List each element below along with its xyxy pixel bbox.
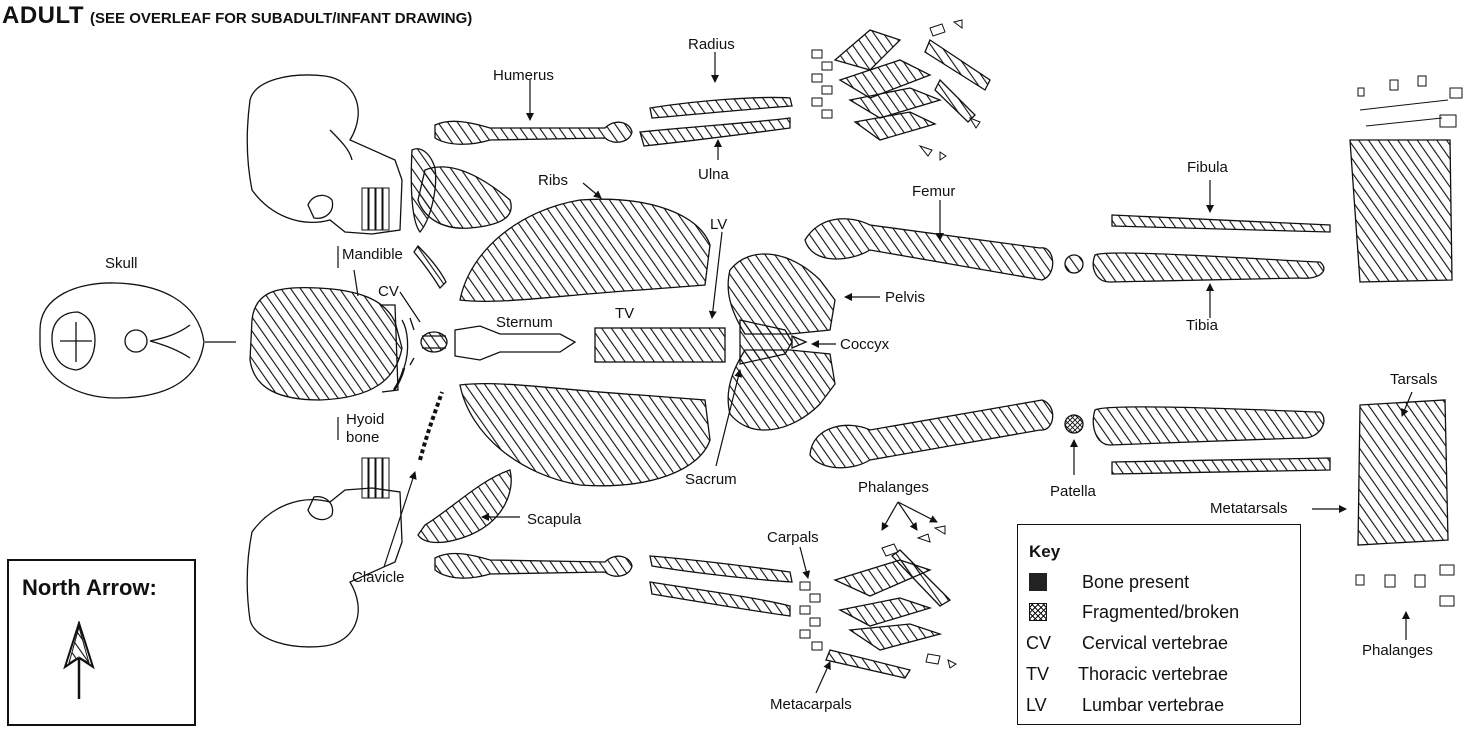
label-tibia: Tibia — [1186, 318, 1218, 333]
fibula-lower — [1112, 458, 1330, 474]
key-abbr: TV — [1026, 664, 1049, 685]
title-main: ADULT — [2, 2, 84, 29]
label-clavicle: Clavicle — [352, 570, 405, 585]
radius-lower — [650, 556, 792, 582]
title-note: (SEE OVERLEAF FOR SUBADULT/INFANT DRAWIN… — [90, 10, 472, 27]
mandible-bone — [414, 246, 446, 288]
label-skull: Skull — [105, 256, 138, 271]
hand-lower — [826, 550, 950, 678]
skull-top-view — [40, 283, 236, 398]
tibia-upper — [1093, 253, 1324, 282]
ulna-upper — [640, 118, 790, 146]
key-title: Key — [1029, 542, 1060, 562]
tibia-lower — [1093, 407, 1324, 445]
cervical-vertebrae — [421, 332, 447, 352]
page-title: ADULT (SEE OVERLEAF FOR SUBADULT/INFANT D… — [2, 2, 472, 30]
skull-lateral-lower — [247, 458, 402, 647]
label-cv: CV — [378, 284, 399, 299]
key-abbr: LV — [1026, 695, 1047, 716]
label-ulna: Ulna — [698, 167, 729, 182]
clavicle-lower — [420, 392, 442, 460]
label-patella: Patella — [1050, 484, 1096, 499]
skull-lateral-upper — [247, 75, 402, 234]
foot-lower — [1356, 400, 1454, 606]
humerus-lower — [435, 554, 632, 579]
label-hyoid-line1: Hyoid — [346, 412, 384, 427]
label-lv: LV — [710, 217, 727, 232]
ulna-lower — [650, 582, 790, 616]
label-humerus: Humerus — [493, 68, 554, 83]
femur-lower — [810, 400, 1053, 468]
label-coccyx: Coccyx — [840, 337, 889, 352]
label-tarsals: Tarsals — [1390, 372, 1438, 387]
key-abbr: CV — [1026, 633, 1051, 654]
label-phalanges-foot: Phalanges — [1362, 643, 1433, 658]
foot-upper — [1350, 76, 1462, 282]
crosshatch-swatch-icon — [1029, 603, 1047, 621]
label-hyoid-line2: bone — [346, 430, 379, 445]
label-scapula: Scapula — [527, 512, 581, 527]
fibula-upper — [1112, 215, 1330, 232]
coccyx-bone — [792, 336, 806, 348]
label-phalanges-hand: Phalanges — [858, 480, 929, 495]
key-item-text: Cervical vertebrae — [1082, 633, 1228, 654]
hyoid-bone — [394, 368, 404, 390]
sternum-bone — [455, 326, 575, 360]
radius-upper — [650, 97, 792, 118]
north-arrow-icon — [59, 621, 99, 701]
humerus-upper — [435, 121, 632, 144]
label-mandible: Mandible — [342, 247, 403, 262]
label-sacrum: Sacrum — [685, 472, 737, 487]
label-fibula: Fibula — [1187, 160, 1228, 175]
key-item-text: Lumbar vertebrae — [1082, 695, 1224, 716]
patella-lower — [1065, 415, 1083, 433]
patella-upper — [1065, 255, 1083, 273]
north-arrow-title: North Arrow: — [22, 575, 157, 601]
key-item-text: Fragmented/broken — [1082, 602, 1239, 623]
label-carpals: Carpals — [767, 530, 819, 545]
label-metacarpals: Metacarpals — [770, 697, 852, 712]
key-item-text: Bone present — [1082, 572, 1189, 593]
scapula-lower — [418, 470, 511, 543]
key-item-text: Thoracic vertebrae — [1078, 664, 1228, 685]
north-arrow-box: North Arrow: — [7, 559, 196, 726]
thoracic-vertebrae-drawing — [595, 328, 725, 362]
label-femur: Femur — [912, 184, 955, 199]
label-radius: Radius — [688, 37, 735, 52]
ribs-lower — [460, 384, 710, 486]
label-pelvis: Pelvis — [885, 290, 925, 305]
carpals-lower — [800, 582, 822, 650]
label-ribs: Ribs — [538, 173, 568, 188]
label-sternum: Sternum — [496, 315, 553, 330]
femur-upper — [805, 219, 1053, 280]
label-metatarsals: Metatarsals — [1210, 501, 1288, 516]
solid-swatch-icon — [1029, 573, 1047, 591]
skull-frontal-view — [250, 288, 414, 400]
label-tv: TV — [615, 306, 634, 321]
carpals-upper — [812, 50, 832, 118]
hand-upper — [835, 30, 990, 140]
scapula-upper — [418, 167, 511, 228]
key-legend: Key Bone present Fragmented/broken CV Ce… — [1017, 524, 1301, 725]
